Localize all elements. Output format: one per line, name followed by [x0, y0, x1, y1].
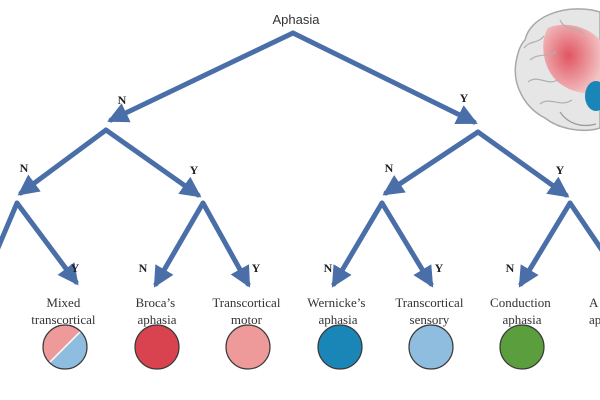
arrow-root-y	[290, 30, 478, 125]
swatch-transcortical-motor	[225, 324, 271, 370]
leaf-label-wernicke: Wernicke’s aphasia	[307, 295, 368, 327]
arrow-l-y	[103, 127, 202, 198]
swatch-transcortical-sensory	[408, 324, 454, 370]
arrow-root-n	[107, 30, 296, 123]
branch-label-l3-1-right: Y	[71, 261, 80, 275]
leaf-color-swatches	[42, 324, 545, 370]
arrow-rr-y	[567, 200, 600, 252]
branch-label-l3-3-left: N	[324, 261, 333, 275]
leaf-label-broca: Broca’s aphasia	[136, 295, 179, 327]
branch-label-l2-rr: Y	[556, 163, 565, 177]
arrow-lr-n	[153, 200, 206, 288]
arrow-r-n	[382, 129, 481, 196]
leaf-label-conduction: Conduction aphasia	[490, 295, 554, 327]
branch-label-l3-2-right: Y	[252, 261, 261, 275]
arrow-rl-n	[331, 200, 385, 288]
swatch-wernicke	[317, 324, 363, 370]
arrow-r-y	[475, 129, 570, 198]
leaf-label-cut-off: A ap	[589, 295, 600, 327]
branch-label-l3-4-left: N	[506, 261, 515, 275]
tree-arrows	[0, 30, 600, 288]
arrow-rr-n	[518, 200, 573, 288]
branch-label-l1-left: N	[118, 93, 127, 107]
branch-label-l2-rl: N	[385, 161, 394, 175]
arrow-lr-y	[200, 200, 251, 288]
branch-label-l2-lr: Y	[190, 163, 199, 177]
brain-illustration	[514, 8, 600, 131]
arrow-ll-n	[0, 200, 20, 250]
arrow-rl-y	[379, 200, 434, 288]
arrow-ll-y	[14, 200, 79, 286]
arrow-l-n	[17, 127, 109, 196]
branch-label-l3-2-left: N	[139, 261, 148, 275]
swatch-conduction	[499, 324, 545, 370]
branch-label-l2-ll: N	[20, 161, 29, 175]
branch-label-l1-right: Y	[460, 91, 469, 105]
branch-labels: N Y N Y N Y Y N Y N Y N	[20, 91, 565, 275]
branch-label-l3-3-right: Y	[435, 261, 444, 275]
swatch-mixed	[42, 324, 88, 370]
swatch-broca	[134, 324, 180, 370]
root-label: Aphasia	[273, 12, 321, 27]
